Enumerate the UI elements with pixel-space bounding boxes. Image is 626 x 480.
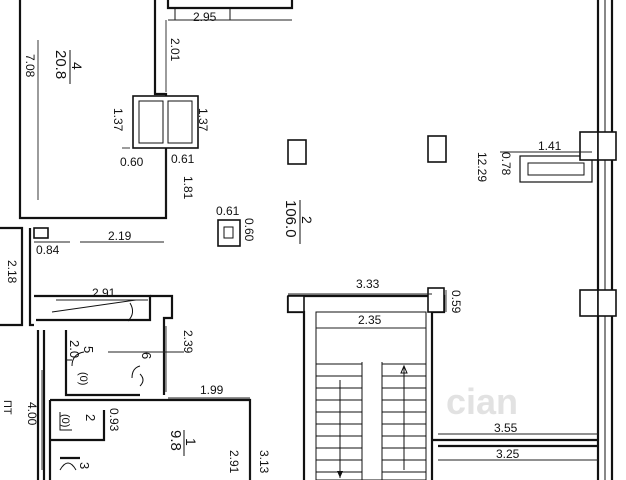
room-5-label: 5 2.0 bbox=[67, 340, 96, 358]
room-1-label: 1 9.8 bbox=[167, 430, 199, 456]
room-1-area: 9.8 bbox=[167, 430, 184, 451]
dim-12-29: 12.29 bbox=[475, 152, 489, 182]
dim-0-61-col: 0.61 bbox=[216, 204, 240, 218]
dim-2-39: 2.39 bbox=[181, 330, 195, 354]
room-2-area: 106.0 bbox=[282, 200, 299, 238]
room-3-number: 3 bbox=[77, 462, 92, 469]
dim-1-81: 1.81 bbox=[181, 176, 195, 200]
room-4-area: 20.8 bbox=[52, 50, 69, 79]
dimension-labels: 2.95 2.01 7.08 1.37 1.37 0.60 0.61 1.81 … bbox=[5, 10, 562, 474]
dim-0-78: 0.78 bbox=[499, 152, 513, 176]
dim-2-91-top: 2.91 bbox=[92, 286, 116, 300]
dim-1-99: 1.99 bbox=[200, 383, 224, 397]
room-2b-number: 2 bbox=[83, 414, 98, 421]
symbol-zero-b: (0) bbox=[59, 414, 71, 427]
dim-2-19: 2.19 bbox=[108, 229, 132, 243]
dim-7-08: 7.08 bbox=[23, 54, 37, 78]
dim-3-13: 3.13 bbox=[257, 450, 271, 474]
dim-2-95: 2.95 bbox=[193, 10, 217, 24]
room-labels: 4 20.8 2 106.0 1 9.8 5 2.0 6 2 3 bbox=[52, 50, 315, 469]
room-1-number: 1 bbox=[183, 438, 199, 446]
room-6-label: 6 bbox=[139, 352, 154, 359]
dim-2-18: 2.18 bbox=[5, 260, 19, 284]
room-4-label: 4 20.8 bbox=[52, 50, 85, 84]
dim-0-61: 0.61 bbox=[171, 152, 195, 166]
room-5-area: 2.0 bbox=[67, 340, 82, 358]
dim-3-25: 3.25 bbox=[496, 447, 520, 461]
dim-0-59: 0.59 bbox=[449, 290, 463, 314]
room-4-number: 4 bbox=[69, 62, 85, 70]
room-3-label: 3 bbox=[77, 462, 92, 469]
dim-0-84: 0.84 bbox=[36, 243, 60, 257]
dim-1-37-right: 1.37 bbox=[196, 108, 210, 132]
dim-4-00: 4.00 bbox=[25, 402, 39, 426]
dim-0-60: 0.60 bbox=[120, 155, 144, 169]
columns bbox=[33, 95, 617, 317]
dim-3-33: 3.33 bbox=[356, 277, 380, 291]
watermark-logo: cian bbox=[446, 381, 518, 422]
dim-0-60-col: 0.60 bbox=[242, 218, 256, 242]
room-2-label: 2 106.0 bbox=[282, 200, 315, 244]
staircase bbox=[315, 311, 427, 480]
symbols: (0) (0) ПТ bbox=[1, 372, 89, 427]
dim-1-41: 1.41 bbox=[538, 139, 562, 153]
dim-3-55: 3.55 bbox=[494, 421, 518, 435]
dim-2-35: 2.35 bbox=[358, 313, 382, 327]
dim-0-93: 0.93 bbox=[107, 408, 121, 432]
dimension-lines bbox=[21, 19, 598, 480]
symbol-zero-a: (0) bbox=[77, 372, 89, 385]
symbol-pt: ПТ bbox=[1, 400, 13, 415]
room-6-number: 6 bbox=[139, 352, 154, 359]
room-2b-label: 2 bbox=[83, 414, 98, 421]
room-2-number: 2 bbox=[299, 216, 315, 224]
dim-2-01: 2.01 bbox=[168, 38, 182, 62]
dim-1-37-left: 1.37 bbox=[111, 108, 125, 132]
dim-2-91-bottom: 2.91 bbox=[227, 450, 241, 474]
room-5-number: 5 bbox=[81, 346, 96, 353]
fixtures bbox=[51, 299, 144, 471]
